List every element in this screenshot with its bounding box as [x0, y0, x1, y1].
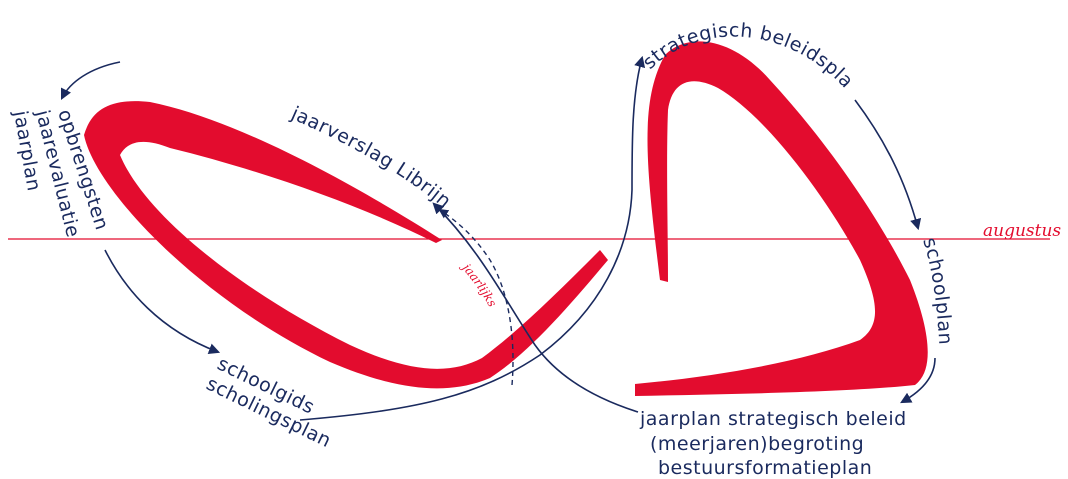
left-red-loop [84, 101, 608, 389]
bestuursformatieplan-label: bestuursformatieplan [658, 457, 872, 479]
augustus-label: augustus [983, 221, 1061, 241]
jaarplan-strategisch-label: jaarplan strategisch beleid [639, 408, 907, 430]
jaarverslag-label: jaarverslag Librijn [287, 102, 455, 213]
arrow-to-left-stack [60, 61, 121, 101]
meerjaren-begroting-label: (meerjaren)begroting [650, 433, 864, 455]
arrow-bottom-to-top [299, 55, 646, 421]
arrow-left-to-schoolgids [104, 249, 221, 355]
right-red-loop [635, 41, 928, 397]
bottom-left-stack: schoolgids scholingsplan [203, 353, 335, 452]
arrow-strategisch-to-schoolplan [854, 99, 922, 231]
bottom-right-stack: jaarplan strategisch beleid (meerjaren)b… [639, 408, 907, 479]
arrow-jaarlijks-dashed [438, 208, 514, 386]
arrow-schoolplan-to-jaarplan [900, 357, 936, 404]
arrow-jaarplan-to-jaarverslag [432, 202, 639, 413]
